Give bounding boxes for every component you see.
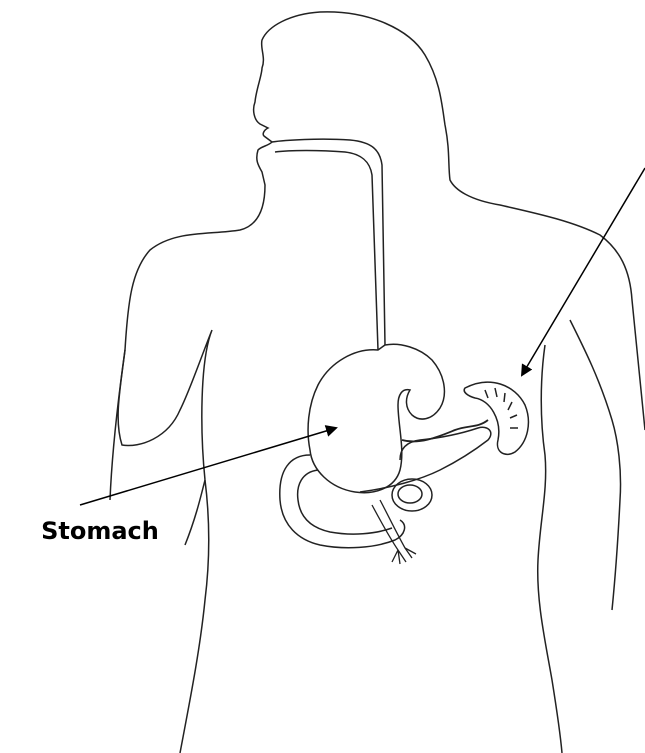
- stomach-label: Stomach: [0, 513, 200, 549]
- body-outline: [118, 12, 645, 753]
- spleen: [464, 382, 528, 454]
- stomach-outline: [308, 344, 444, 492]
- splenic-vessel: [402, 420, 488, 441]
- kidney-inner: [398, 485, 422, 503]
- duodenum: [280, 455, 405, 548]
- esophagus: [272, 139, 385, 350]
